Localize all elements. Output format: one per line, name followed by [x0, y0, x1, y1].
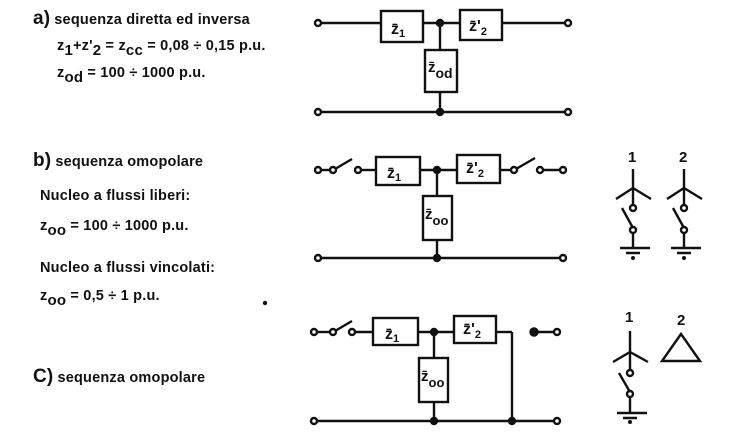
circuit-b: z̄1 z̄'2 z̄oo	[313, 153, 568, 263]
svg-text:z̄oo: z̄oo	[421, 368, 444, 390]
switch-blade	[515, 156, 536, 171]
impedance-zoo-box	[417, 356, 450, 404]
bound-core-label: Nucleo a flussi vincolati:	[40, 260, 216, 276]
z1-label: z̄1	[391, 21, 405, 40]
svg-text:z̄oo: z̄oo	[425, 206, 448, 228]
svg-text:z̄'2: z̄'2	[466, 160, 484, 180]
svg-text:1: 1	[628, 149, 636, 166]
circuit-a: z̄1 z̄'2 z̄od	[313, 8, 573, 117]
star-grounded-winding-1-icon: 1	[612, 309, 649, 425]
section-a-heading: a)sequenza diretta ed inversa	[33, 8, 250, 30]
star-grounded-winding-1-icon: 1	[615, 149, 652, 261]
equation-zod: zod = 100 ÷ 1000 p.u.	[57, 65, 206, 86]
star-grounded-winding-2-icon: 2	[666, 149, 703, 261]
svg-text:z̄1: z̄1	[385, 326, 399, 345]
terminal	[313, 18, 323, 28]
delta-winding-2-icon: 2	[659, 312, 703, 363]
equation-zcc: z1+z'2 = zcc = 0,08 ÷ 0,15 p.u.	[57, 38, 266, 59]
z2-label: z̄'2	[469, 18, 487, 38]
terminal	[563, 107, 573, 117]
junction-node	[435, 107, 445, 117]
impedance-z2-box	[458, 8, 504, 42]
svg-text:1: 1	[625, 309, 633, 326]
switch-blade	[334, 319, 353, 333]
stray-mark	[262, 300, 268, 306]
svg-text:z̄'2: z̄'2	[463, 321, 481, 341]
impedance-z1-box	[374, 155, 422, 187]
switch-blade	[334, 157, 353, 171]
impedance-zoo-box	[421, 194, 454, 242]
svg-text:2: 2	[677, 312, 685, 329]
section-b-heading: b)sequenza omopolare	[33, 150, 204, 171]
impedance-z1-box	[379, 9, 425, 44]
terminal	[563, 18, 573, 28]
impedance-z2-box	[455, 153, 502, 185]
impedance-zod-box	[423, 48, 459, 94]
svg-text:2: 2	[679, 149, 687, 166]
section-letter: a)	[33, 8, 51, 29]
terminal	[313, 107, 323, 117]
equation-zoo-free: zoo = 100 ÷ 1000 p.u.	[40, 218, 189, 239]
section-title: sequenza diretta ed inversa	[54, 12, 250, 28]
equation-zoo-bound: zoo = 0,5 ÷ 1 p.u.	[40, 288, 160, 309]
svg-text:z̄1: z̄1	[387, 165, 401, 184]
zod-label: z̄od	[428, 59, 453, 81]
impedance-z2-box	[452, 314, 498, 345]
junction-node	[435, 18, 445, 28]
section-c-heading: C)sequenza omopolare	[33, 366, 206, 387]
impedance-z1-box	[371, 316, 420, 347]
circuit-c: z̄1 z̄'2 z̄oo	[309, 314, 562, 426]
free-core-label: Nucleo a flussi liberi:	[40, 188, 191, 204]
